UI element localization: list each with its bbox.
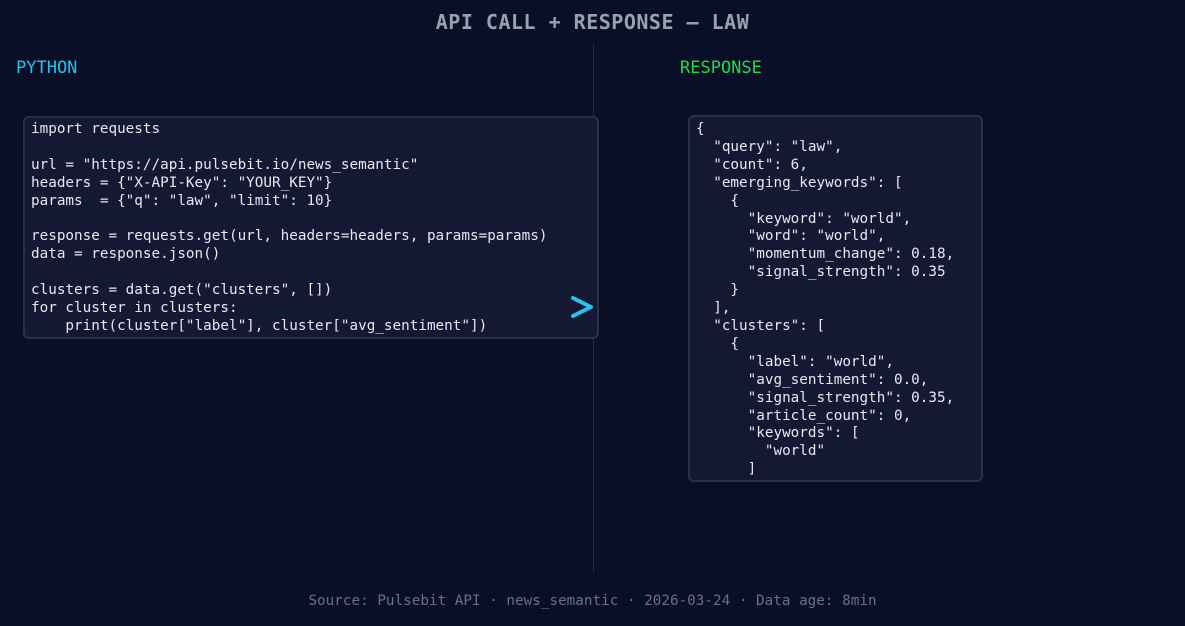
python-code: import requests url = "https://api.pulse… bbox=[31, 121, 548, 334]
page-title: API CALL + RESPONSE — LAW bbox=[435, 10, 750, 34]
response-code-panel: { "query": "law", "count": 6, "emerging_… bbox=[688, 115, 983, 482]
python-section-label: PYTHON bbox=[16, 58, 78, 78]
response-section-label: RESPONSE bbox=[680, 58, 762, 78]
python-code-panel: import requests url = "https://api.pulse… bbox=[23, 116, 599, 339]
response-json: { "query": "law", "count": 6, "emerging_… bbox=[696, 121, 955, 478]
source-footer: Source: Pulsebit API · news_semantic · 2… bbox=[308, 593, 877, 609]
chevron-right-icon bbox=[567, 288, 597, 328]
